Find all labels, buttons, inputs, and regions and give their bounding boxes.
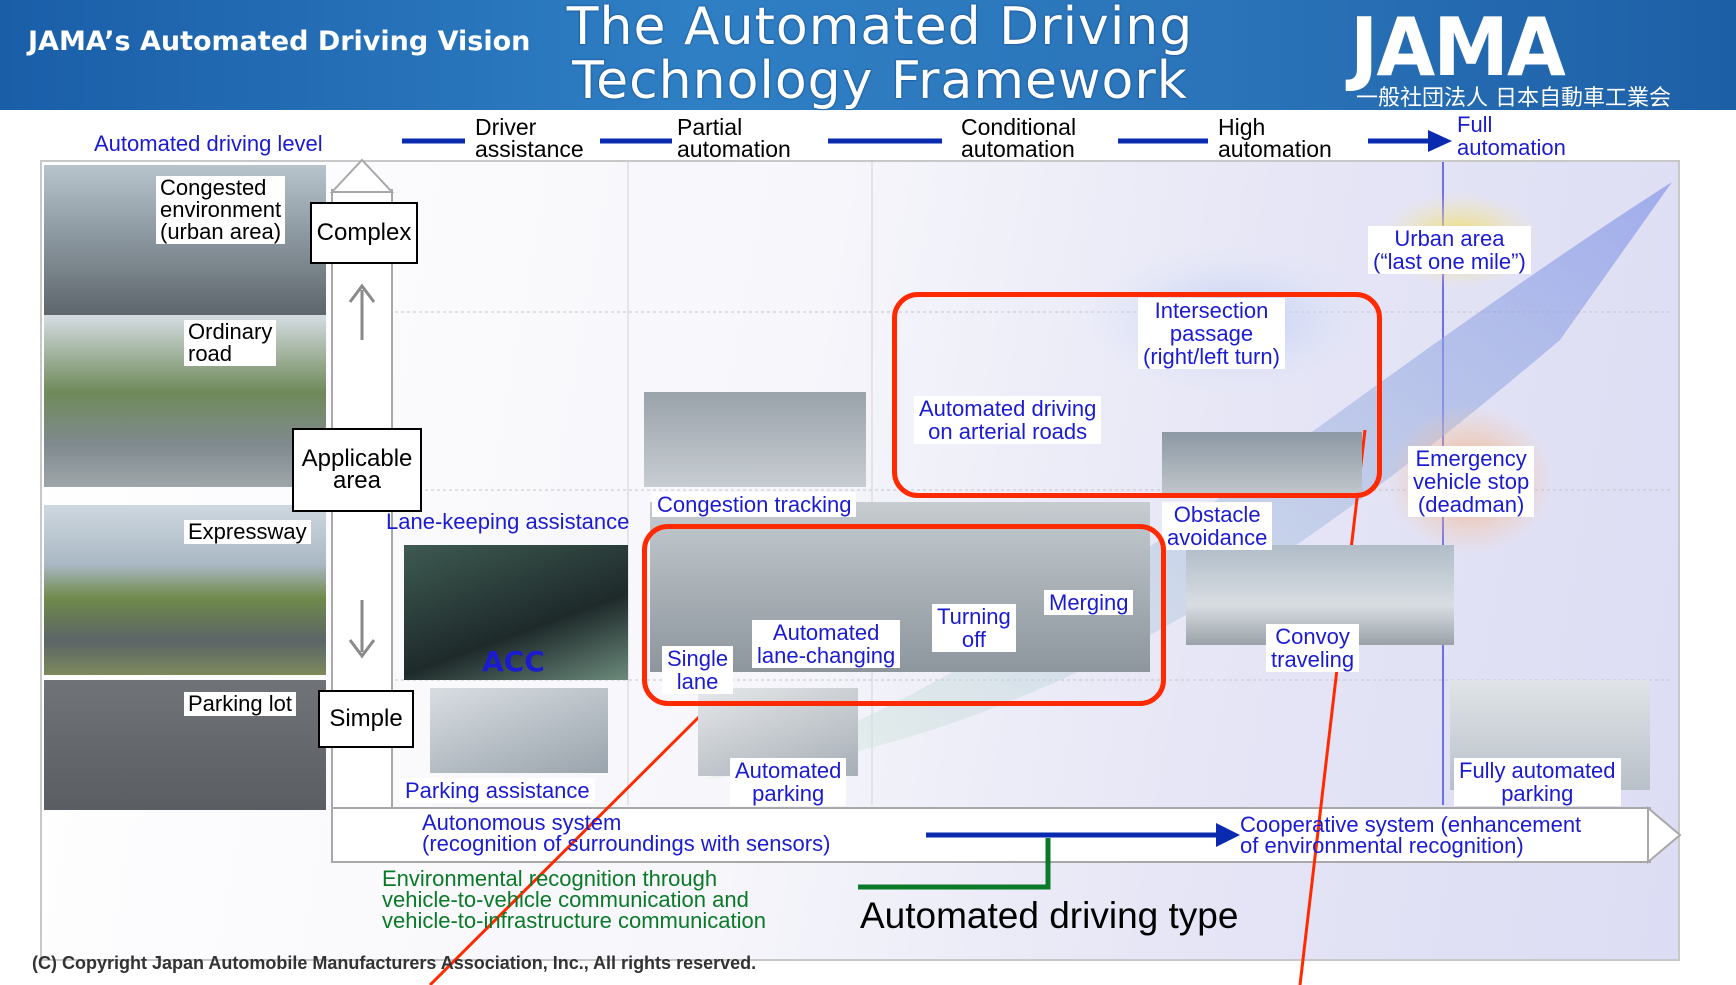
- level-arrowhead: [1428, 130, 1452, 152]
- automated-driving-level-label: Automated driving level: [94, 131, 323, 156]
- level-full-automation: Full automation: [1452, 112, 1571, 160]
- arterial-road-photo: [1162, 432, 1362, 496]
- obstacle-avoidance-label: Obstacle avoidance: [1162, 502, 1273, 550]
- vertical-axis-arrows: [348, 283, 376, 659]
- fully-automated-parking-label: Fully automated parking: [1454, 758, 1621, 806]
- jama-logo-subtitle: 一般社団法人 日本自動車工業会: [1356, 86, 1671, 111]
- environmental-recognition-label: Environmental recognition through vehicl…: [382, 866, 766, 933]
- jama-logo: JAMA: [1350, 1, 1566, 94]
- green-connector: [858, 838, 1051, 890]
- red-pointer-left: [428, 686, 730, 985]
- copyright-text: (C) Copyright Japan Automobile Manufactu…: [32, 953, 757, 973]
- type-arrowhead: [1216, 823, 1240, 847]
- applicable-area-box: Applicable area: [292, 428, 422, 512]
- congestion-tracking-photo: [644, 392, 866, 487]
- horizontal-axis-arrowhead: [1647, 805, 1682, 865]
- complex-box: Complex: [310, 202, 418, 264]
- parking-assistance-label: Parking assistance: [400, 778, 595, 803]
- arterial-highlight-box: [892, 292, 1382, 498]
- header-banner: [0, 0, 1736, 110]
- merging-label: Merging: [1044, 590, 1134, 615]
- level-high-automation: High automation: [1215, 116, 1335, 161]
- red-pointer-right: [1298, 429, 1367, 985]
- expressway-highlight-box: [642, 524, 1166, 706]
- congestion-tracking-label: Congestion tracking: [652, 492, 857, 517]
- automated-driving-type-label: Automated driving type: [860, 895, 1239, 936]
- area-congested-label: Congested environment (urban area): [156, 176, 286, 244]
- simple-box: Simple: [318, 690, 414, 748]
- level-driver-assistance: Driver assistance: [472, 116, 587, 161]
- page-title: The Automated Driving Technology Framewo…: [560, 0, 1200, 108]
- acc-photo: [404, 545, 628, 680]
- autonomous-system-label: Autonomous system (recognition of surrou…: [422, 810, 831, 856]
- urban-area-label: Urban area (“last one mile”): [1368, 226, 1531, 274]
- area-parking-lot-label: Parking lot: [184, 692, 296, 716]
- emergency-stop-label: Emergency vehicle stop (deadman): [1408, 446, 1535, 517]
- cooperative-system-label: Cooperative system (enhancement of envir…: [1240, 812, 1582, 858]
- title-line-1: The Automated Driving: [566, 0, 1194, 57]
- automated-parking-label: Automated parking: [730, 758, 847, 806]
- single-lane-label: Single lane: [662, 646, 734, 694]
- area-ordinary-label: Ordinary road: [184, 320, 277, 366]
- parking-assistance-photo: [430, 688, 608, 773]
- lane-keeping-label: Lane-keeping assistance: [386, 509, 630, 534]
- convoy-traveling-label: Convoy traveling: [1266, 624, 1360, 672]
- level-partial-automation: Partial automation: [674, 116, 794, 161]
- acc-label: ACC: [482, 645, 545, 678]
- title-line-2: Technology Framework: [572, 51, 1188, 111]
- vertical-axis-arrowhead: [329, 158, 395, 193]
- arterial-roads-label: Automated driving on arterial roads: [914, 396, 1102, 444]
- area-expressway-label: Expressway: [184, 520, 311, 544]
- lane-changing-label: Automated lane-changing: [752, 620, 901, 668]
- brand-title: JAMA’s Automated Driving Vision: [28, 26, 531, 57]
- intersection-passage-label: Intersection passage (right/left turn): [1138, 298, 1285, 369]
- level-conditional-automation: Conditional automation: [958, 116, 1080, 161]
- turning-off-label: Turning off: [932, 604, 1016, 652]
